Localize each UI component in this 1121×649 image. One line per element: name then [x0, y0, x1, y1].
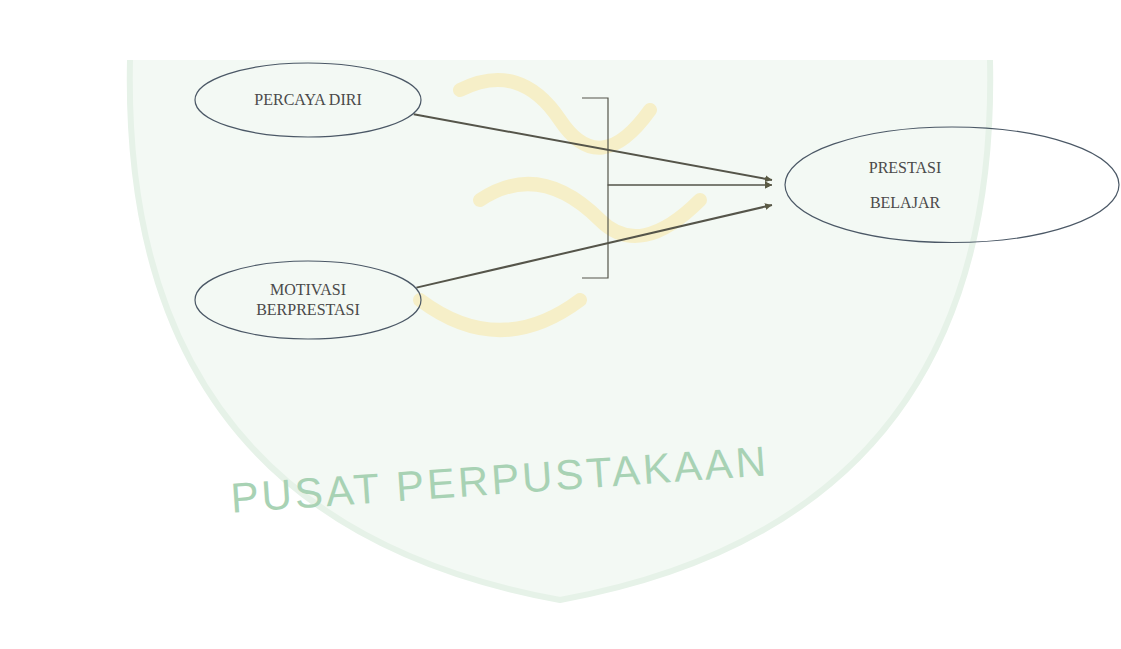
- ellipse-node: MOTIVASI BERPRESTASI: [194, 260, 422, 340]
- influence-arrow: [416, 205, 772, 288]
- ellipse-node: PRESTASI BELAJAR: [784, 126, 1120, 244]
- watermark-shield: [130, 60, 990, 600]
- ellipse-outline: [784, 126, 1120, 244]
- bracket-arrow: [582, 185, 772, 278]
- bracket-arrow: [582, 98, 772, 185]
- node-label: PERCAYA DIRI: [254, 90, 361, 110]
- ellipse-outline: [194, 260, 422, 340]
- node-label: PRESTASI BELAJAR: [855, 150, 955, 220]
- ellipse-node: PERCAYA DIRI: [194, 62, 422, 138]
- node-label: MOTIVASI BERPRESTASI: [248, 280, 368, 320]
- influence-arrow: [414, 114, 772, 180]
- watermark-calligraphy: [420, 80, 700, 330]
